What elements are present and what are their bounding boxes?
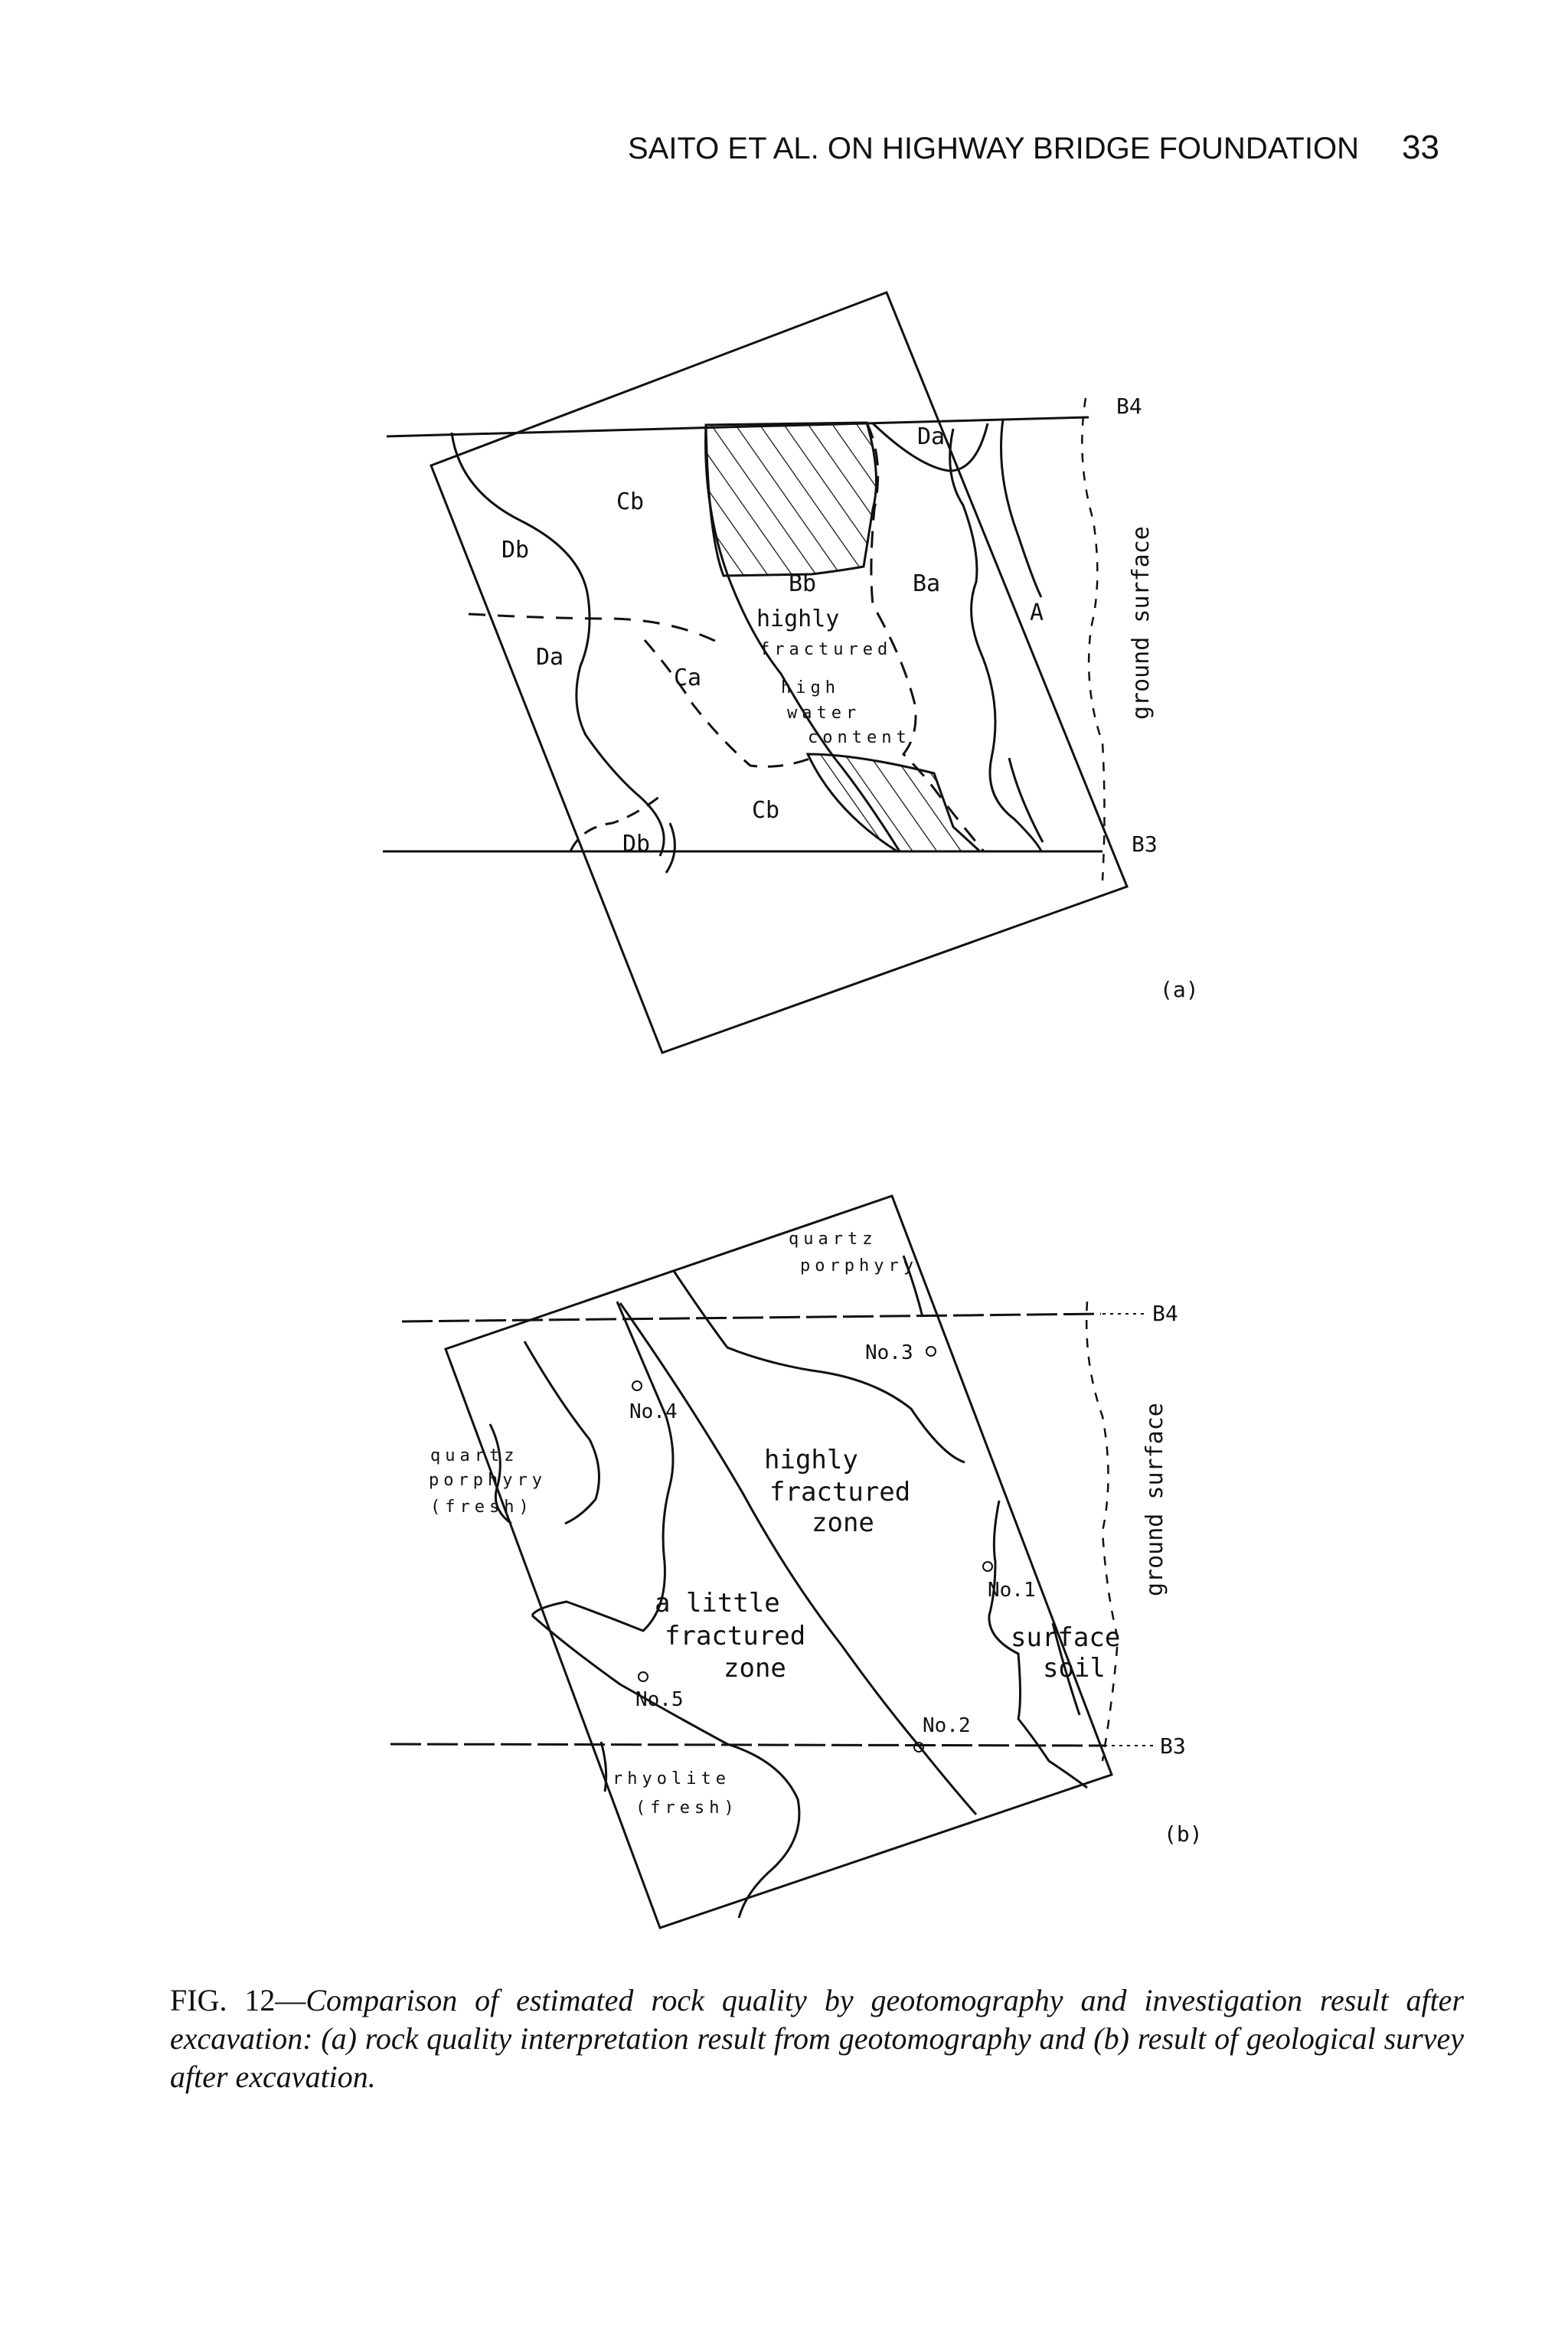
boundary-lower-right [1008,757,1044,843]
hatched-zone-lower [805,753,983,853]
zone-bb: Bb [789,570,816,597]
label-no3: No.3 [865,1341,913,1364]
boundary-db-cb [450,432,665,857]
dashed-boundary-db-bottom [569,795,661,852]
label-little-2: fractured [665,1621,805,1651]
label-little-1: a little [655,1588,780,1619]
hatched-zone-upper [704,421,877,577]
boundary-cb-bb [704,424,901,852]
panel-label-a: (a) [1160,977,1199,1002]
label-b4-b: B4 [1152,1301,1178,1326]
figure-b: quartz porphyry quartz porphyry (fresh) … [390,1194,1203,1929]
running-head: SAITO ET AL. ON HIGHWAY BRIDGE FOUNDATIO… [628,129,1439,167]
boundary-quartz-top-right [902,1255,924,1318]
label-rhyolite-fresh: (fresh) [635,1798,739,1818]
panel-label-b: (b) [1164,1821,1203,1847]
section-outline-b [444,1194,1113,1929]
boundary-highly-fractured [619,1302,978,1815]
caption-text: Comparison of estimated rock quality by … [170,1983,1465,2094]
label-no5: No.5 [635,1688,684,1711]
label-highly-fractured: fractured [769,1477,910,1508]
b4-line-b [401,1312,1102,1323]
label-water: water [787,704,861,723]
zone-a: A [1030,599,1044,626]
borehole-no1 [982,1561,993,1572]
label-high: high [781,678,840,697]
b3-line-b [390,1743,1105,1747]
label-b3-a: B3 [1132,831,1158,857]
boundary-bb-ba [865,422,985,852]
boundary-surface-soil [988,1500,1088,1789]
boundary-da-arc [871,422,989,472]
quartz-left-line1: quartz [430,1446,518,1465]
borehole-no4 [632,1380,642,1391]
label-highly-zone: zone [812,1508,874,1538]
borehole-no2 [913,1742,924,1753]
boundary-ba-a [949,428,1043,852]
boundary-rhyolite [531,1614,801,1919]
label-content: content [808,728,911,747]
label-fractured: fractured [760,640,892,659]
zone-da-top: Da [917,423,945,450]
label-soil: soil [1043,1653,1106,1684]
quartz-left-line2: porphyry [429,1471,547,1490]
label-little-3: zone [724,1653,786,1684]
boundary-a-edge [1000,419,1043,598]
zone-ca: Ca [674,665,701,691]
zone-cb-bottom: Cb [752,797,779,824]
zone-db-top: Db [501,537,529,564]
boundary-db-dip [665,822,676,874]
zone-da-left: Da [536,644,564,671]
ground-surface-line-b [1085,1301,1119,1762]
caption-lead: FIG. 12— [170,1983,306,2017]
label-no4: No.4 [629,1400,678,1423]
quartz-left-line3: (fresh) [430,1498,534,1517]
boundary-little-fractured-left [531,1301,675,1632]
label-rhyolite: rhyolite [612,1769,730,1788]
figure-a: Db Cb Da Bb Ba A Da Ca Cb Db highly frac… [383,291,1199,1054]
quartz-top-line2: porphyry [800,1256,918,1276]
boundary-surface-right [1051,1622,1081,1716]
ground-surface-label-a: ground surface [1128,526,1155,720]
section-outline-a [430,291,1129,1054]
dashed-boundary-db-da [468,612,720,645]
zone-db-bottom: Db [622,831,650,858]
borehole-no3 [926,1346,936,1357]
boundary-left-quartz-lower [488,1423,512,1525]
label-no2: No.2 [923,1714,971,1737]
boundary-left-quartz [523,1341,600,1525]
label-b4-a: B4 [1116,394,1142,419]
label-highly: highly [764,1445,858,1475]
figure-caption: FIG. 12—Comparison of estimated rock qua… [170,1981,1464,2096]
label-no1: No.1 [988,1579,1036,1602]
page-number: 33 [1402,129,1439,166]
boundary-quartz-top [672,1270,965,1464]
label-highly: highly [756,606,839,632]
quartz-top-line1: quartz [789,1230,877,1249]
running-title: SAITO ET AL. ON HIGHWAY BRIDGE FOUNDATIO… [628,132,1359,165]
label-surface: surface [1011,1622,1120,1653]
ground-surface-label-b: ground surface [1142,1403,1168,1596]
borehole-no5 [638,1671,648,1682]
dashed-boundary-ca-cb [643,639,812,768]
boundary-rhyolite-left [599,1741,608,1792]
zone-cb-top: Cb [616,488,644,515]
ground-surface-line-a [1081,397,1106,881]
label-b3-b: B3 [1160,1733,1186,1759]
zone-ba: Ba [913,570,940,597]
